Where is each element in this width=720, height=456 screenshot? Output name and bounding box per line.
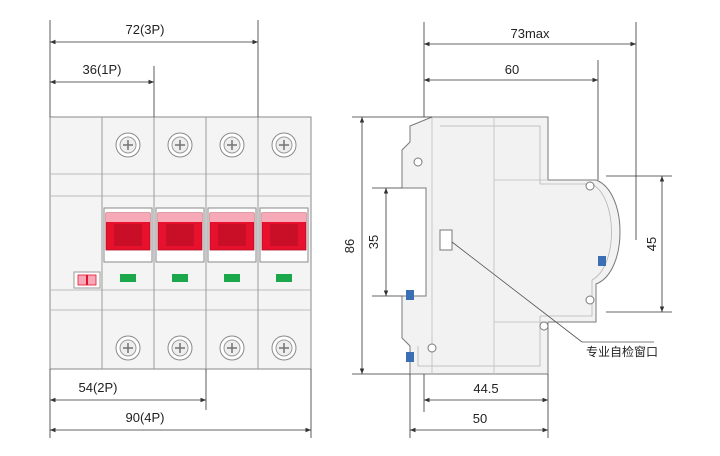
side-dimensions: 73max 60 86 35 45 44.5 50 [342, 22, 672, 438]
status-indicator [224, 274, 240, 282]
front-view [49, 116, 312, 370]
dim-label-3p: 72(3P) [125, 22, 164, 37]
dim-label-35: 35 [366, 235, 381, 249]
rail-clip-front [598, 256, 606, 266]
dim-label-50: 50 [473, 411, 487, 426]
dim-label-73max: 73max [510, 26, 550, 41]
dim-label-44-5: 44.5 [473, 381, 498, 396]
dim-label-2p: 54(2P) [78, 380, 117, 395]
status-indicator [120, 274, 136, 282]
poles-group [103, 132, 309, 361]
dim-label-60: 60 [505, 62, 519, 77]
dim-label-45: 45 [644, 237, 659, 251]
pole-1 [103, 132, 153, 361]
terminal-screw-top-icon [115, 132, 141, 158]
side-profile [401, 116, 621, 375]
toggle-handle [157, 212, 203, 251]
self-check-window [439, 229, 453, 251]
rail-clip-bottom [406, 352, 414, 362]
test-button [73, 271, 101, 289]
rail-clip-top [406, 290, 414, 300]
terminal-screw-top-icon [219, 132, 245, 158]
dim-label-1p: 36(1P) [82, 62, 121, 77]
callout-leader [451, 241, 583, 343]
dim-label-4p: 90(4P) [125, 410, 164, 425]
terminal-screw-bottom-icon [115, 335, 141, 361]
terminal-screw-top-icon [271, 132, 297, 158]
pole-3 [207, 132, 257, 361]
terminal-screw-bottom-icon [167, 335, 193, 361]
terminal-screw-bottom-icon [219, 335, 245, 361]
callout-label: 专业自检窗口 [586, 344, 658, 359]
terminal-screw-top-icon [167, 132, 193, 158]
pole-4 [259, 132, 309, 361]
side-screws [413, 157, 595, 353]
status-indicator [276, 274, 292, 282]
terminal-screw-bottom-icon [271, 335, 297, 361]
pole-2 [155, 132, 205, 361]
toggle-handle [261, 212, 307, 251]
dim-label-86: 86 [342, 239, 357, 253]
front-dimensions: 72(3P) 36(1P) 54(2P) 90(4P) [49, 20, 312, 438]
status-indicator [172, 274, 188, 282]
toggle-handle [105, 212, 151, 251]
side-view: 专业自检窗口 [401, 116, 658, 375]
toggle-handle [209, 212, 255, 251]
